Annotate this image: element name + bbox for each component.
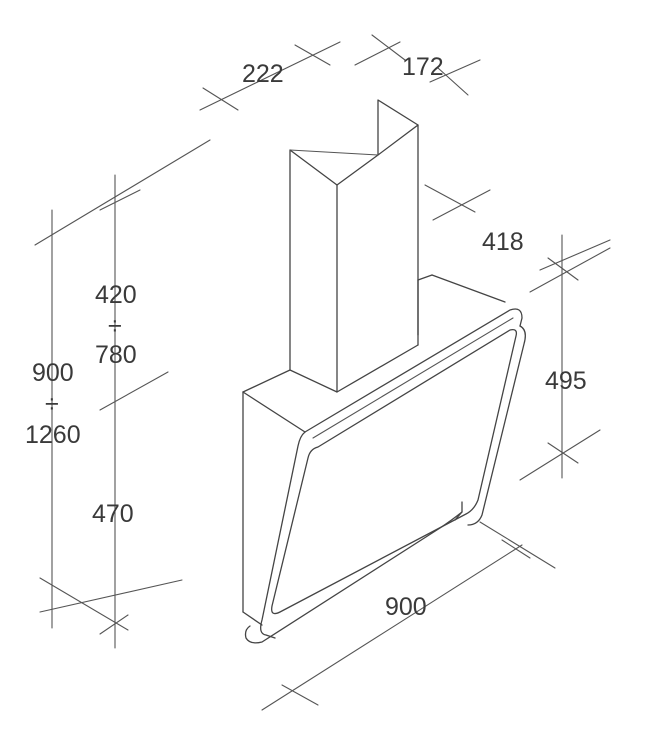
label-total-height-sep: ÷ (45, 390, 59, 418)
label-hood-height-lower: 470 (92, 500, 134, 528)
label-chimney-height-sep: ÷ (108, 312, 122, 340)
label-hood-width: 900 (385, 593, 427, 621)
label-total-height-min: 900 (32, 359, 74, 387)
dimension-labels: 222 172 418 420 ÷ 780 900 ÷ 1260 470 495… (25, 53, 587, 621)
label-hood-front-height: 495 (545, 367, 587, 395)
label-chimney-height-min: 420 (95, 281, 137, 309)
label-total-height-max: 1260 (25, 421, 81, 449)
hood-body-outline (242, 274, 526, 644)
label-hood-depth: 418 (482, 228, 524, 256)
label-chimney-depth: 172 (402, 53, 444, 81)
label-chimney-width: 222 (242, 60, 284, 88)
chimney-outline (289, 99, 419, 393)
label-chimney-height-max: 780 (95, 341, 137, 369)
dimension-lines (34, 34, 611, 711)
